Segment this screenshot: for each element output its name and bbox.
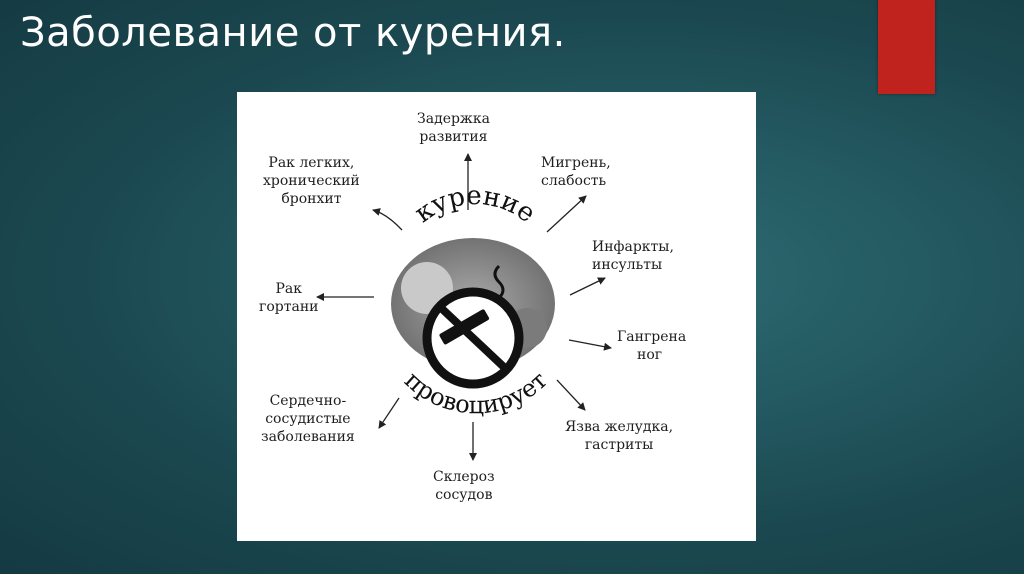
arrow-ulcer: [556, 379, 586, 411]
slide-title: Заболевание от курения.: [20, 10, 566, 56]
diagram-panel: курение провоцирует Задержка развития Ми…: [237, 92, 756, 541]
label-ulcer: Язва желудка, гастриты: [565, 419, 674, 453]
label-development-delay: Задержка развития: [417, 111, 490, 145]
arrow-heart-attacks: [569, 277, 606, 296]
arrow-cardiovascular: [378, 397, 400, 429]
arrow-lung-cancer: [372, 208, 403, 231]
label-sclerosis: Склероз сосудов: [433, 469, 495, 503]
label-migraine: Мигрень, слабость: [541, 155, 611, 189]
label-cardiovascular: Сердечно- сосудистые заболевания: [261, 393, 355, 445]
arrow-migraine: [546, 195, 587, 233]
center-top-text: курение: [409, 181, 540, 229]
arrow-gangrene: [568, 339, 612, 351]
label-heart-attacks: Инфаркты, инсульты: [592, 239, 674, 273]
label-larynx-cancer: Рак гортани: [259, 281, 319, 315]
accent-bar: [878, 0, 935, 94]
label-gangrene: Гангрена ног: [617, 329, 687, 363]
label-lung-cancer: Рак легких, хронический бронхит: [263, 155, 360, 207]
no-smoking-icon: [422, 264, 524, 389]
diagram-graphics: курение провоцирует: [316, 153, 612, 461]
